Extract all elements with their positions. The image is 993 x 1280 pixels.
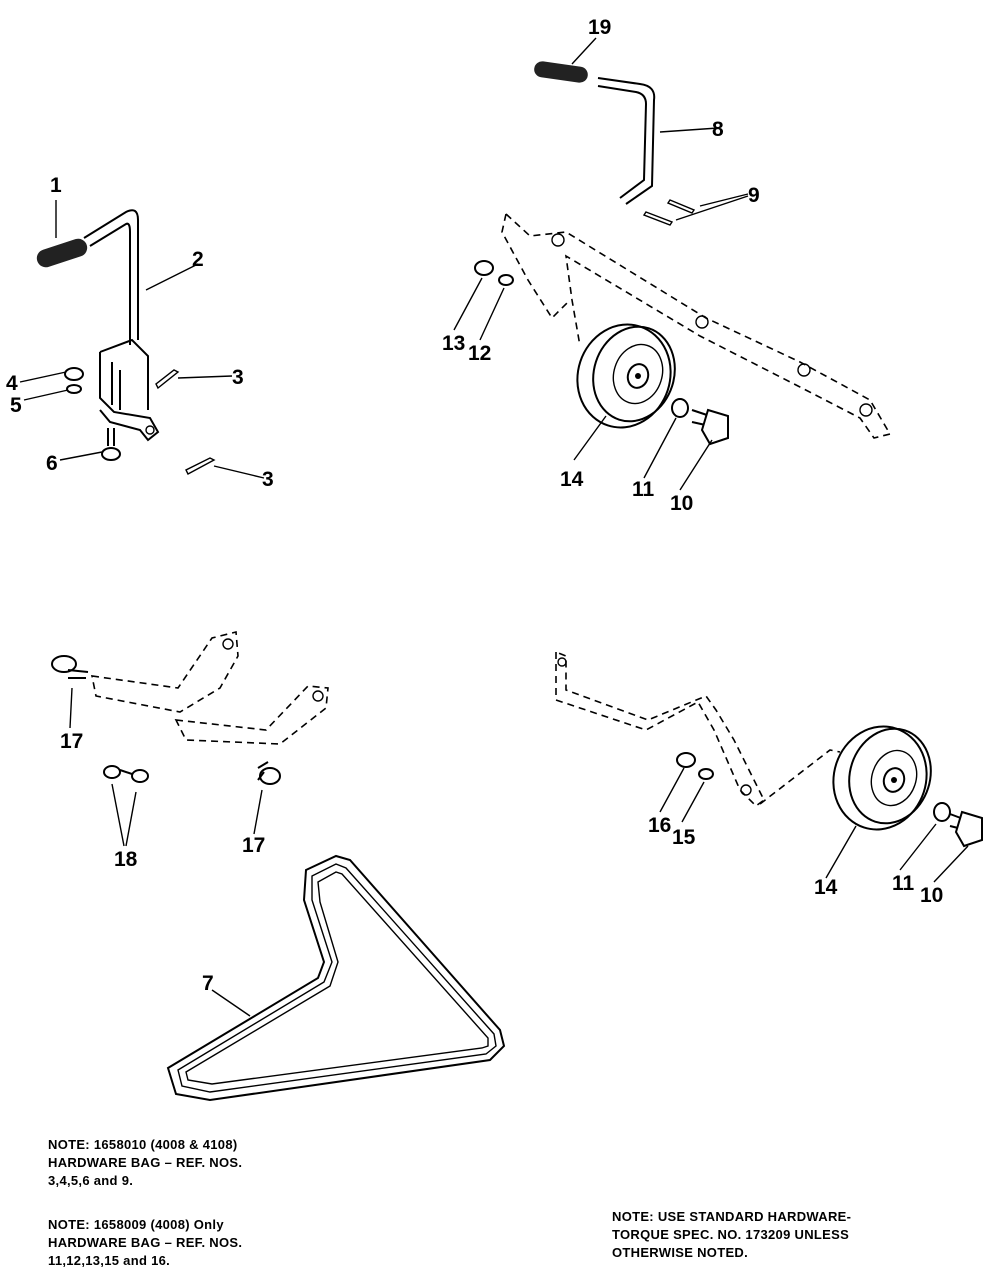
pin-part-17a: [51, 655, 89, 679]
clip-part-18: [103, 765, 149, 783]
nut-part-16: [676, 752, 696, 768]
callout-19: 19: [588, 16, 611, 39]
callout-18: 18: [114, 848, 138, 871]
washer-part-11b: [933, 802, 951, 822]
cotter-pin-part-9a: [666, 199, 696, 214]
callout-3b: 3: [262, 468, 274, 491]
callout-14b: 14: [814, 876, 838, 899]
callout-17a: 17: [60, 730, 83, 753]
nut-part-4: [64, 367, 84, 381]
bolt-part-10b: [949, 810, 983, 848]
idler-arm-dashed: [501, 213, 892, 439]
pulley-part-14b: [832, 725, 932, 831]
callout-6: 6: [46, 452, 58, 475]
arm-dashed: [90, 630, 329, 745]
callout-14a: 14: [560, 468, 584, 491]
lever-rod-part-2: [83, 209, 139, 345]
washer-part-12: [498, 274, 514, 286]
callout-16: 16: [648, 814, 671, 837]
bolt-part-10a: [691, 408, 729, 446]
note-line: HARDWARE BAG – REF. NOS.: [48, 1235, 243, 1250]
note-line: OTHERWISE NOTED.: [612, 1245, 749, 1260]
bolt-part-6: [107, 428, 115, 446]
note-line: NOTE: 1658010 (4008 & 4108): [48, 1137, 238, 1152]
grip-part-1: [36, 238, 88, 268]
lever-rod-part-8: [597, 77, 656, 205]
callout-3a: 3: [232, 366, 244, 389]
washer-part-5: [66, 384, 82, 394]
callout-15: 15: [672, 826, 696, 849]
note-hardware-bag-1: NOTE: 1658010 (4008 & 4108) HARDWARE BAG…: [48, 1136, 242, 1190]
idler-bracket-dashed: [555, 651, 841, 808]
note-line: NOTE: USE STANDARD HARDWARE-: [612, 1209, 852, 1224]
callout-10a: 10: [670, 492, 693, 515]
idler-assembly-upper: [453, 213, 892, 491]
note-line: 11,12,13,15 and 16.: [48, 1253, 171, 1268]
callout-17b: 17: [242, 834, 265, 857]
callout-11b: 11: [892, 872, 915, 895]
arm-assembly-lower-left: [51, 630, 329, 847]
grip-part-19: [534, 61, 588, 83]
pin-part-17b: [257, 761, 281, 785]
washer-part-15: [698, 768, 714, 780]
callout-4: 4: [6, 372, 18, 395]
lever-assembly-left: [19, 200, 265, 479]
note-line: 3,4,5,6 and 9.: [48, 1173, 134, 1188]
cotter-pin-part-9b: [642, 211, 674, 226]
callout-11a: 11: [632, 478, 655, 501]
note-hardware-bag-2: NOTE: 1658009 (4008) Only HARDWARE BAG –…: [48, 1216, 242, 1270]
belt-part-7: [166, 854, 506, 1102]
note-line: NOTE: 1658009 (4008) Only: [48, 1217, 224, 1232]
callout-5: 5: [10, 394, 22, 417]
callout-12: 12: [468, 342, 491, 365]
pulley-part-14a: [576, 323, 676, 429]
note-line: TORQUE SPEC. NO. 173209 UNLESS: [612, 1227, 850, 1242]
callout-10b: 10: [920, 884, 943, 907]
note-standard-hardware: NOTE: USE STANDARD HARDWARE- TORQUE SPEC…: [612, 1208, 851, 1262]
cotter-pin-part-3a: [155, 369, 180, 390]
callout-2: 2: [192, 248, 204, 271]
bracket: [99, 338, 160, 442]
callouts: 1 2 3 3 4 5 6 7 8 9 10 10 11 11 12 13 14…: [6, 16, 943, 995]
callout-8: 8: [712, 118, 724, 141]
note-line: HARDWARE BAG – REF. NOS.: [48, 1155, 243, 1170]
idler-assembly-lower: [555, 651, 983, 883]
lever-assembly-right: [534, 37, 749, 226]
nut-part-13: [474, 260, 494, 276]
callout-7: 7: [202, 972, 214, 995]
callout-1: 1: [50, 174, 62, 197]
cotter-pin-part-3b: [185, 457, 216, 475]
callout-13: 13: [442, 332, 465, 355]
washer-part-11a: [671, 398, 689, 418]
callout-9: 9: [748, 184, 760, 207]
